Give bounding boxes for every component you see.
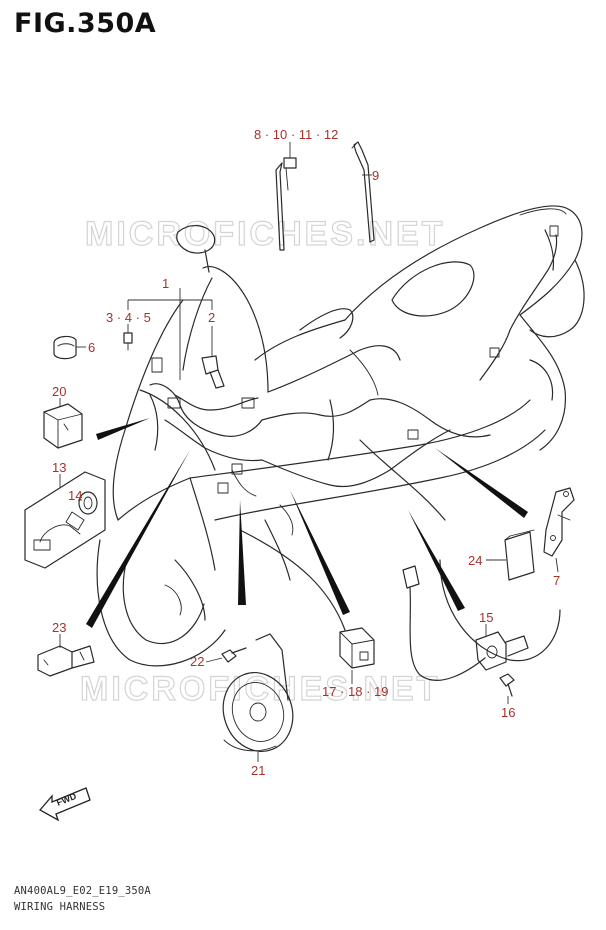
floorboard [189,399,531,479]
part-sensor [402,565,529,681]
callout-23: 23 [52,620,66,635]
callout-13: 13 [52,460,66,475]
callout-16: 16 [501,705,515,720]
scooter-outline [96,205,585,667]
callout-8-10-11-12: 8 · 10 · 11 · 12 [254,127,338,142]
part-relay-lower [339,627,375,669]
part-relay [43,403,83,449]
part-socket-kit [24,471,106,569]
mirror [176,225,216,254]
callout-9: 9 [372,168,379,183]
figure-title: FIG.350A [14,8,157,39]
callout-22: 22 [190,654,204,669]
pointer-arrows [86,418,528,628]
watermark-bottom: MICROFICHES.NET [80,670,440,708]
callouts: 1 2 3 · 4 · 5 6 20 13 14 23 22 21 8 · 10… [52,127,560,778]
callout-17-18-19: 17 · 18 · 19 [322,684,389,699]
callout-14: 14 [68,488,82,503]
footer-diagram-name: WIRING HARNESS [14,901,106,913]
part-screw [499,673,515,697]
callout-20: 20 [52,384,66,399]
part-cap [53,335,77,360]
windshield [202,266,269,393]
callout-3-4-5: 3 · 4 · 5 [106,310,151,325]
part-bolt [221,647,247,663]
callout-2: 2 [208,310,215,325]
fwd-arrow-icon: FWD [38,787,91,822]
callout-15: 15 [479,610,493,625]
callout-24: 24 [468,553,482,568]
callout-21: 21 [251,763,265,778]
front-wheel [96,539,226,667]
part-cable-tie [351,141,375,243]
part-cable-tie-clip [275,157,297,251]
rear-body [529,259,585,338]
callout-1: 1 [162,276,169,291]
watermark-top: MICROFICHES.NET [85,215,445,253]
callout-6: 6 [88,340,95,355]
front-fairing [112,299,184,521]
part-bracket [543,487,575,557]
callout-7: 7 [553,573,560,588]
leader-lines [59,142,559,762]
part-coupler [201,355,225,389]
rear-wheel [439,559,561,662]
part-control-unit [504,529,535,581]
seat [344,205,583,321]
harness-wires [149,225,559,536]
part-small-terminal [123,332,133,351]
part-horn [222,633,294,752]
footer-diagram-code: AN400AL9_E02_E19_350A [14,885,151,897]
